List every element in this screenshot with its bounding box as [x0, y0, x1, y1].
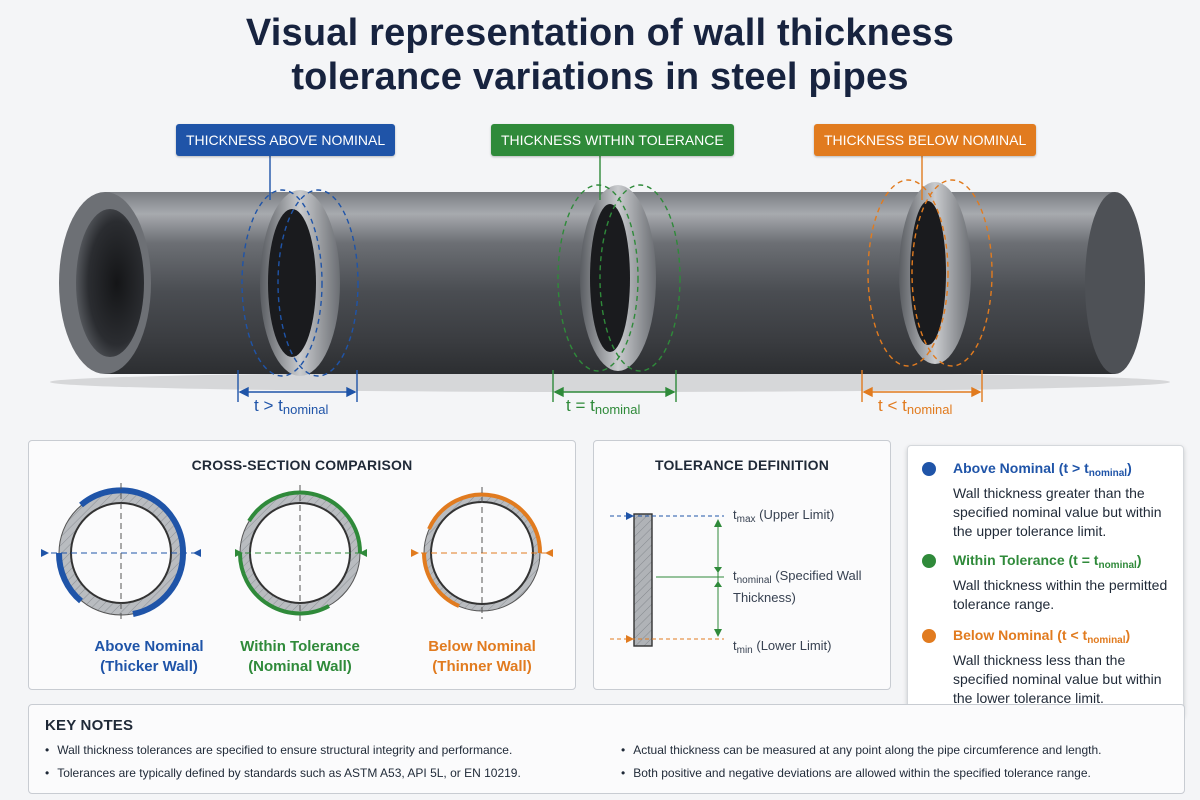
legend-subscript: nominal	[1098, 560, 1137, 571]
pipe-end-right	[1085, 192, 1145, 374]
dim-label-within: t = tnominal	[566, 396, 640, 417]
legend-heading: Above Nominal (t > tnominal)	[953, 460, 1132, 479]
pipe-shadow	[50, 372, 1170, 392]
t-description: (Upper Limit)	[755, 507, 835, 522]
legend-subscript: nominal	[1087, 635, 1126, 646]
dim-t-nominal: t	[278, 396, 283, 415]
legend-dot-icon	[922, 554, 936, 568]
dim-t: t	[878, 396, 883, 415]
dim-subscript: nominal	[282, 402, 329, 417]
caption-line-2: (Thicker Wall)	[100, 658, 198, 675]
dim-subscript: nominal	[594, 402, 641, 417]
cross-section-within	[235, 485, 367, 621]
wall-section	[633, 513, 653, 647]
cross-section-caption-above: Above Nominal (Thicker Wall)	[74, 637, 224, 677]
legend-close: )	[1125, 627, 1131, 643]
ring-above	[241, 189, 359, 377]
ring-below	[867, 179, 993, 367]
t-description: (Lower Limit)	[752, 638, 832, 653]
legend-heading-text: Above Nominal (t > t	[953, 460, 1089, 476]
dim-subscript: nominal	[906, 402, 953, 417]
legend-close: )	[1136, 552, 1142, 568]
pipe-illustration	[50, 156, 1170, 402]
ring-within	[557, 184, 681, 372]
key-note-item: Wall thickness tolerances are specified …	[45, 743, 512, 757]
key-note-item: Tolerances are typically defined by stan…	[45, 766, 521, 780]
dim-operator: <	[887, 396, 898, 415]
t-subscript: nominal	[736, 575, 772, 586]
tolerance-lower-limit-label: tmin (Lower Limit)	[733, 637, 832, 659]
caption-line-2: (Nominal Wall)	[248, 658, 352, 675]
dim-line-below	[861, 370, 983, 402]
caption-line-1: Within Tolerance	[240, 638, 360, 655]
tolerance-title: TOLERANCE DEFINITION	[654, 457, 830, 473]
key-note-item: Both positive and negative deviations ar…	[621, 766, 1091, 780]
tolerance-nominal-label: tnominal (Specified Wall Thickness)	[733, 567, 883, 606]
callout-thickness-below: THICKNESS BELOW NOMINAL	[814, 124, 1037, 156]
key-notes-panel: KEY NOTES Wall thickness tolerances are …	[28, 704, 1185, 794]
page-title-line-1: Visual representation of wall thickness	[245, 12, 955, 54]
legend-panel: Above Nominal (t > tnominal) Wall thickn…	[907, 445, 1184, 717]
page-title-line-2: tolerance variations in steel pipes	[291, 56, 909, 98]
dim-t-nominal: t	[590, 396, 595, 415]
legend-heading: Within Tolerance (t = tnominal)	[953, 552, 1141, 571]
cross-section-caption-below: Below Nominal (Thinner Wall)	[407, 637, 557, 677]
tolerance-definition-panel: TOLERANCE DEFINITION tmax (Upper Limit) …	[593, 440, 891, 690]
legend-dot-icon	[922, 629, 936, 643]
legend-close: )	[1127, 460, 1132, 476]
cross-section-title: CROSS-SECTION COMPARISON	[191, 457, 413, 473]
dim-line-above	[237, 370, 358, 402]
dim-t-nominal: t	[902, 396, 907, 415]
legend-dot-icon	[922, 462, 936, 476]
dim-label-below: t < tnominal	[878, 396, 952, 417]
dim-t: t	[566, 396, 571, 415]
legend-heading-text: Within Tolerance (t = t	[953, 552, 1099, 568]
dim-label-above: t > tnominal	[254, 396, 328, 417]
cross-section-above	[41, 483, 201, 623]
dim-operator: >	[263, 396, 274, 415]
key-note-item: Actual thickness can be measured at any …	[621, 743, 1101, 757]
legend-description: Wall thickness less than the specified n…	[953, 652, 1162, 706]
caption-line-1: Below Nominal	[428, 638, 536, 655]
legend-description: Wall thickness greater than the specifie…	[953, 485, 1162, 539]
legend-subscript: nominal	[1088, 468, 1128, 479]
t-subscript: min	[736, 645, 753, 656]
legend-heading-text: Below Nominal (t < t	[953, 627, 1088, 643]
caption-line-2: (Thinner Wall)	[432, 658, 532, 675]
key-notes-title: KEY NOTES	[45, 717, 134, 734]
tolerance-diagram	[610, 512, 724, 647]
t-description: (Specified Wall Thickness)	[733, 568, 862, 605]
dim-operator: =	[575, 396, 586, 415]
callout-thickness-above: THICKNESS ABOVE NOMINAL	[176, 124, 396, 156]
dim-line-within	[552, 370, 677, 402]
t-symbol: t	[733, 507, 737, 522]
tolerance-upper-limit-label: tmax (Upper Limit)	[733, 506, 834, 528]
dim-t: t	[254, 396, 259, 415]
legend-description: Wall thickness within the permitted tole…	[953, 577, 1168, 612]
t-subscript: max	[736, 514, 756, 525]
cross-section-below	[411, 487, 553, 619]
cross-section-caption-within: Within Tolerance (Nominal Wall)	[225, 637, 375, 677]
caption-line-1: Above Nominal	[94, 638, 204, 655]
cross-section-panel: CROSS-SECTION COMPARISON	[28, 440, 576, 690]
t-symbol: t	[733, 568, 737, 583]
cross-section-diagrams	[41, 483, 553, 623]
pipe-bore	[76, 209, 144, 357]
t-symbol: t	[733, 638, 737, 653]
callout-thickness-within: THICKNESS WITHIN TOLERANCE	[491, 124, 734, 156]
legend-heading: Below Nominal (t < tnominal)	[953, 627, 1130, 646]
